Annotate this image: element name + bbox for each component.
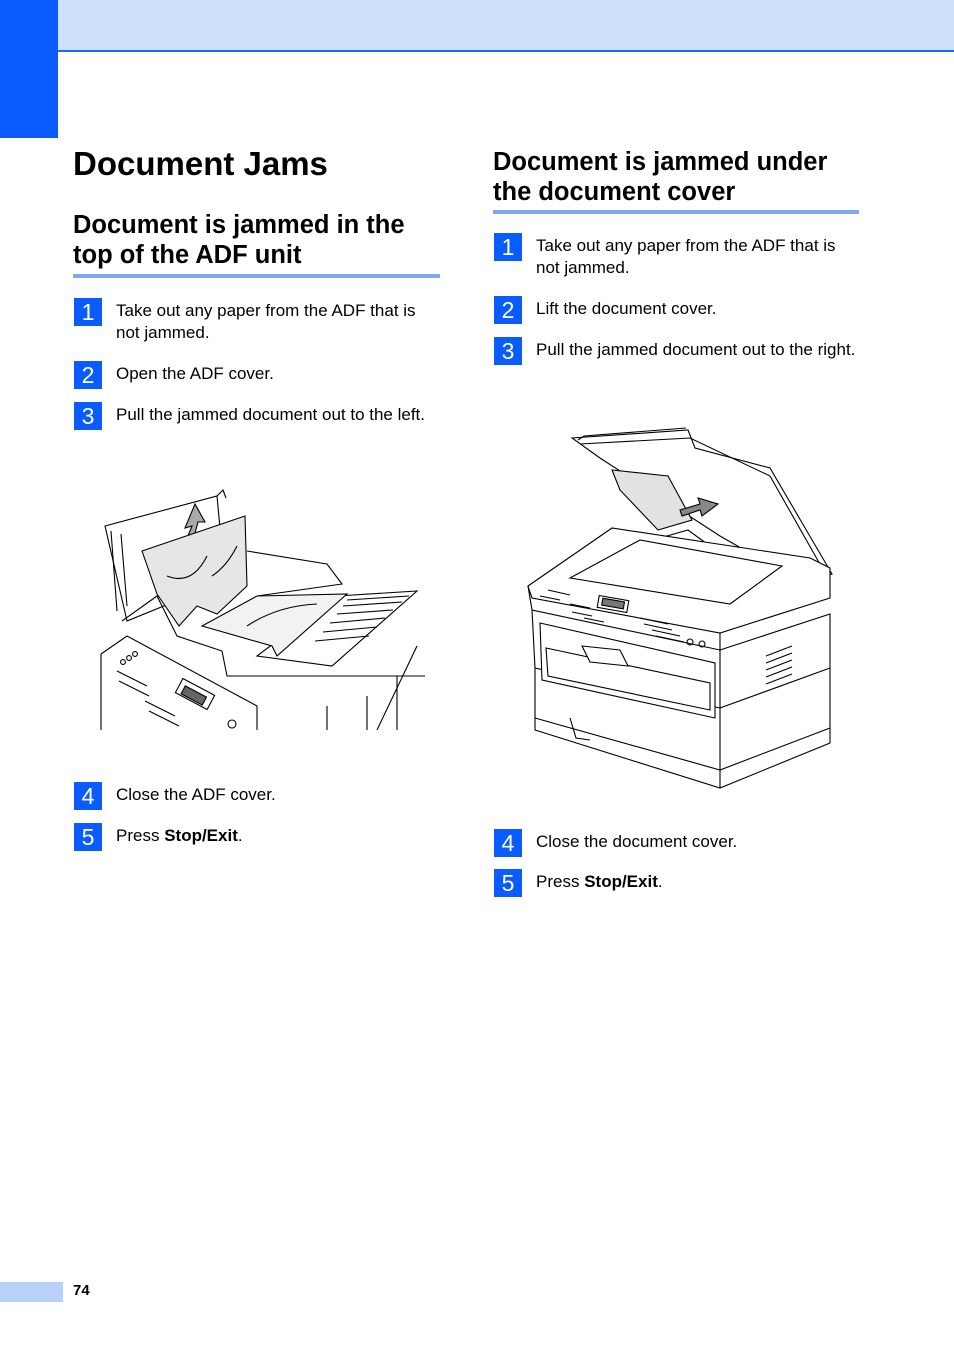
step-text: Press Stop/Exit.	[536, 872, 663, 891]
step-number-badge: 5	[494, 869, 522, 897]
step-number-badge: 2	[74, 361, 102, 389]
footer-band	[0, 1282, 63, 1302]
step-text: Pull the jammed document out to the righ…	[536, 340, 856, 359]
step-text: Take out any paper from the ADF that is …	[536, 236, 836, 277]
step-number-badge: 1	[494, 233, 522, 261]
step-text: Close the ADF cover.	[116, 785, 276, 804]
page-title: Document Jams	[73, 145, 328, 182]
step-number-badge: 3	[494, 337, 522, 365]
step-text: Open the ADF cover.	[116, 364, 274, 383]
page-number: 74	[73, 1282, 90, 1299]
step-number-badge: 3	[74, 402, 102, 430]
right-heading-rule	[493, 210, 859, 214]
right-section-heading: Document is jammed under the document co…	[493, 148, 828, 206]
step-number-badge: 5	[74, 823, 102, 851]
header-band	[0, 0, 954, 52]
left-section-heading: Document is jammed in the top of the ADF…	[73, 211, 405, 269]
step-text: Close the document cover.	[536, 832, 738, 851]
stop-exit-key: Stop/Exit	[584, 872, 658, 891]
stop-exit-key: Stop/Exit	[164, 826, 238, 845]
step-text: Press Stop/Exit.	[116, 826, 243, 845]
step-number-badge: 4	[494, 829, 522, 857]
step-text: Lift the document cover.	[536, 299, 717, 318]
step-text: Pull the jammed document out to the left…	[116, 405, 426, 424]
left-heading-rule	[73, 274, 440, 278]
document-cover-jam-illustration	[520, 418, 836, 790]
chapter-tab	[0, 0, 58, 138]
step-number-badge: 2	[494, 296, 522, 324]
step-number-badge: 4	[74, 782, 102, 810]
step-text: Take out any paper from the ADF that is …	[116, 301, 416, 342]
step-number-badge: 1	[74, 298, 102, 326]
adf-jam-illustration	[97, 486, 425, 730]
